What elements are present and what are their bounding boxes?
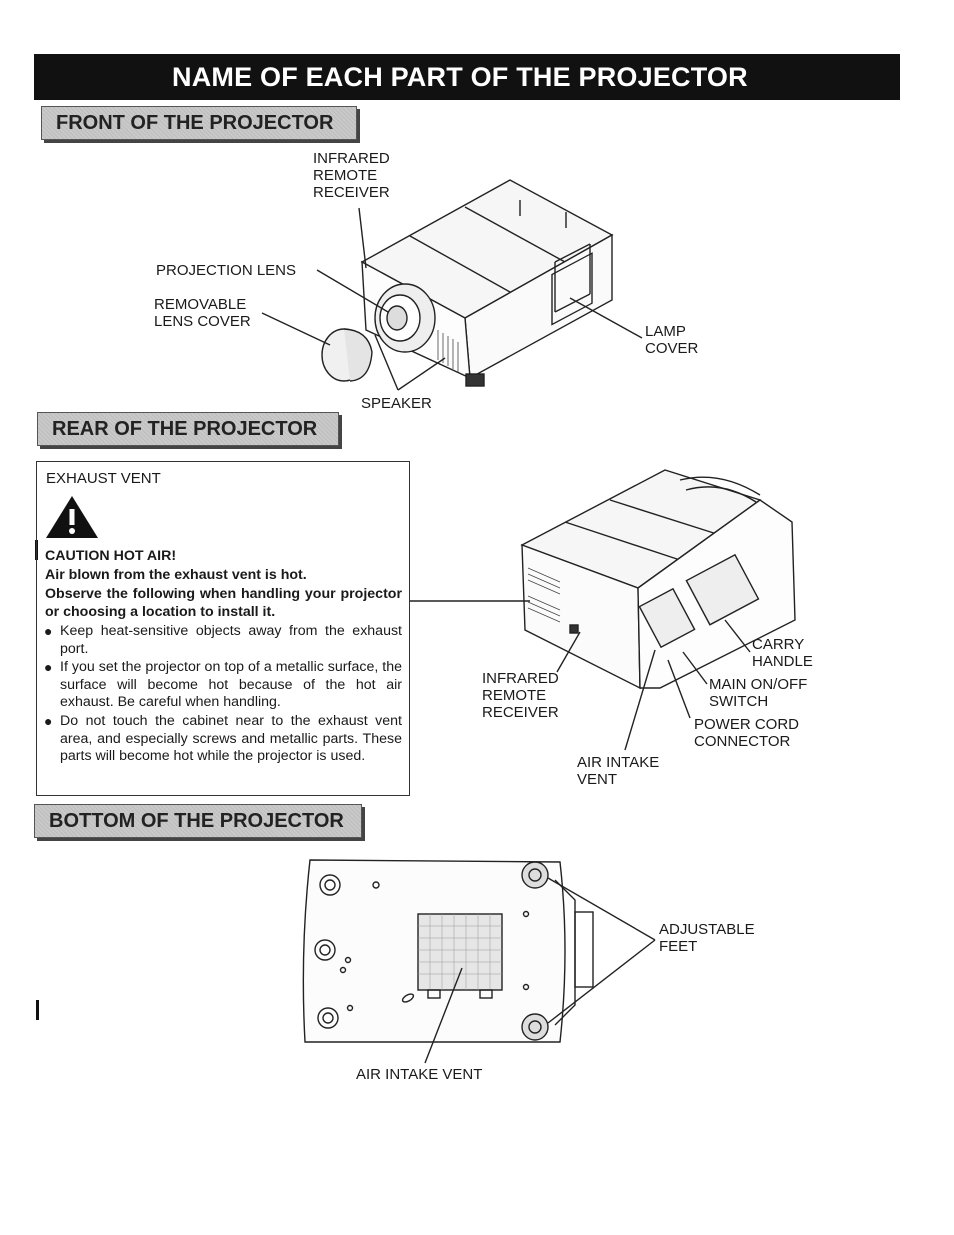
label-front-infrared-receiver: INFRARED REMOTE RECEIVER bbox=[313, 150, 390, 201]
margin-mark bbox=[36, 1000, 39, 1020]
caution-bullet-3: ●Do not touch the cabinet near to the ex… bbox=[44, 713, 402, 765]
label-main-switch: MAIN ON/OFF SWITCH bbox=[709, 676, 808, 710]
label-projection-lens: PROJECTION LENS bbox=[156, 262, 297, 279]
label-removable-lens-cover: REMOVABLE LENS COVER bbox=[154, 296, 251, 330]
page-title: NAME OF EACH PART OF THE PROJECTOR bbox=[34, 54, 900, 100]
caution-box: EXHAUST VENT CAUTION HOT AIR! Air blown … bbox=[36, 461, 410, 796]
front-projector-illustration bbox=[261, 179, 643, 391]
label-adjustable-feet: ADJUSTABLE FEET bbox=[659, 921, 755, 955]
label-speaker: SPEAKER bbox=[361, 395, 432, 412]
label-carry-handle: CARRY HANDLE bbox=[752, 636, 813, 670]
label-power-cord-connector: POWER CORD CONNECTOR bbox=[694, 716, 799, 750]
label-bottom-air-intake-vent: AIR INTAKE VENT bbox=[356, 1066, 483, 1083]
bottom-projector-illustration bbox=[302, 859, 656, 1064]
caution-line-1: Air blown from the exhaust vent is hot. bbox=[45, 567, 307, 583]
rear-projector-illustration bbox=[410, 469, 796, 751]
caution-bullet-2: ●If you set the projector on top of a me… bbox=[44, 659, 402, 711]
warning-triangle-icon bbox=[46, 496, 98, 538]
section-title-rear: REAR OF THE PROJECTOR bbox=[37, 412, 339, 446]
caution-heading: CAUTION HOT AIR! bbox=[45, 548, 177, 564]
section-title-front: FRONT OF THE PROJECTOR bbox=[41, 106, 357, 140]
label-rear-air-intake-vent: AIR INTAKE VENT bbox=[577, 754, 660, 788]
label-exhaust-vent: EXHAUST VENT bbox=[46, 470, 161, 487]
label-lamp-cover: LAMP COVER bbox=[645, 323, 699, 357]
caution-bullet-1: ●Keep heat-sensitive objects away from t… bbox=[44, 623, 402, 657]
caution-line-2: Observe the following when handling your… bbox=[45, 586, 402, 620]
section-title-bottom: BOTTOM OF THE PROJECTOR bbox=[34, 804, 362, 838]
label-rear-infrared-receiver: INFRARED REMOTE RECEIVER bbox=[482, 670, 559, 721]
